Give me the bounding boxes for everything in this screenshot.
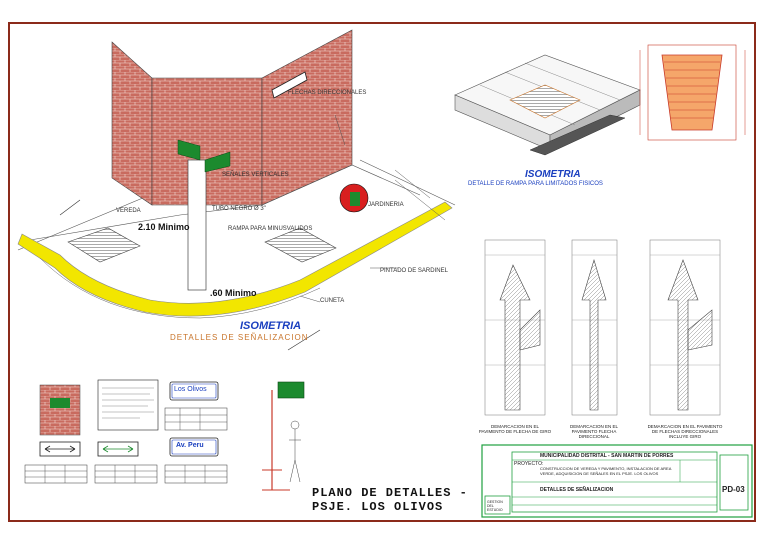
wall-arrow-sign [271,71,308,99]
titleblock-gestion: GESTION DEL ESTUDIO [487,500,503,512]
label-pintado: PINTADO DE SARDINEL [380,268,448,274]
sign-los-olivos: Los Olivos [174,386,207,393]
titleblock-proyecto-label: PROYECTO: [514,461,544,467]
titleblock-sheet-code: PD-03 [722,485,745,494]
street-sign-2 [204,151,231,173]
sign-post [187,159,207,291]
ramp-right [264,227,337,263]
isometria-left-title: ISOMETRIA [240,320,302,332]
label-jardineria: JARDINERIA [368,202,404,208]
label-flechas: FLECHAS DIRECCIONALES [288,90,367,96]
round-sign-plate [350,192,360,206]
isometria-right-title: ISOMETRIA [525,169,581,180]
detalles-senalizacion-title: DETALLES DE SEÑALIZACION [170,333,309,342]
corner-isometric [17,29,456,351]
curb-yellow [17,201,453,317]
detalle-rampa-title: DETALLE DE RAMPA PARA LIMITADOS FISICOS [468,181,603,187]
plano-title-line-2: PSJE. LOS OLIVOS [312,500,444,514]
caption-flecha-giro: DEMARCACION EN EL PAVIMENTO DE FLECHA DE… [478,424,552,434]
titleblock-plano-name: DETALLES DE SEÑALIZACION [540,487,614,493]
brick-wall-left [111,41,153,206]
caption-flecha-direccional: DEMARCACION EN EL PAVIMENTO FLECHA DIREC… [569,424,618,439]
pavement-arrows [484,239,721,416]
label-senales: SEÑALES VERTICALES [222,172,289,178]
titleblock-description: CONSTRUCCION DE VEREDA Y PAVIMENTO, INST… [540,466,672,476]
label-rampa: RAMPA PARA MINUSVALIDOS [228,226,313,232]
dimension-060: .60 Minimo [210,288,257,298]
sign-details [24,379,305,491]
ramp-left [67,227,141,263]
street-sign-1 [177,139,201,161]
title-block [481,444,753,518]
label-cuneta: CUNETA [320,298,345,304]
titleblock-municipality: MUNICIPALIDAD DISTRITAL - SAN MARTIN DE … [540,453,674,459]
caption-flechas-giro: DEMARCACION EN EL PAVIMENTO DE FLECHAS D… [647,424,723,439]
ramp-isometric [454,44,746,156]
plano-title-line-1: PLANO DE DETALLES - [312,486,468,500]
sign-av-peru: Av. Peru [176,442,204,449]
label-tubo: TUBO NEGRO Ø 3" [212,206,266,212]
dimension-210: 2.10 Minimo [138,222,190,232]
label-vereda: VEREDA [116,208,141,214]
top-strip [0,0,768,18]
drawing-frame [8,22,756,522]
brick-wall-right [261,29,353,206]
brick-wall-center [151,77,263,206]
